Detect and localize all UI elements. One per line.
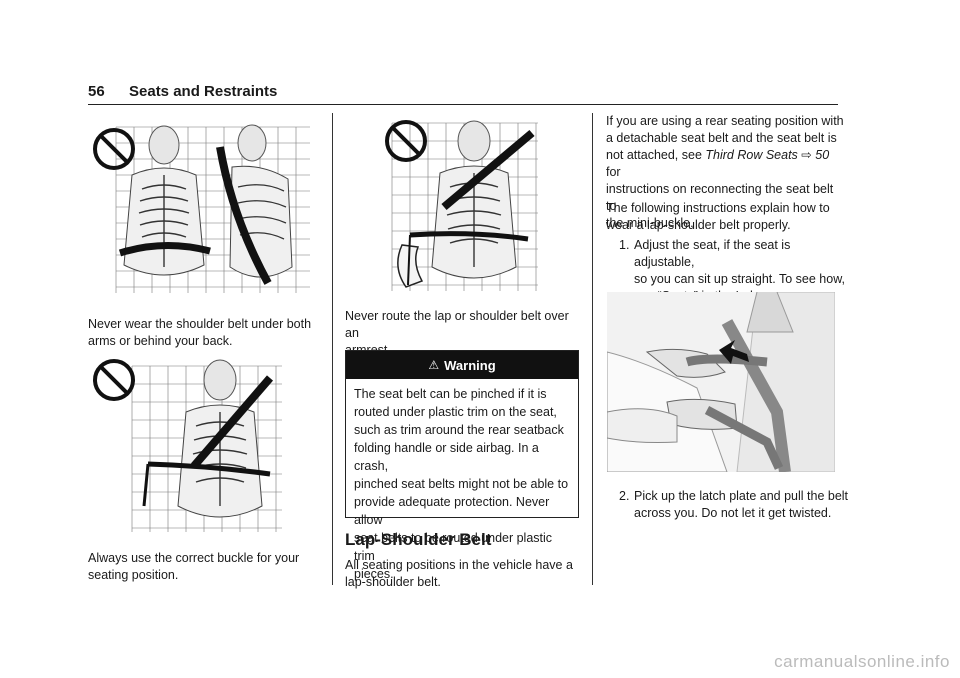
page-reference-arrow-icon: ⇨ xyxy=(801,148,812,162)
column-divider-2 xyxy=(592,113,593,585)
illustration-belt-under-arms xyxy=(92,117,310,295)
col3-paragraph-2: The following instructions explain how t… xyxy=(606,201,830,232)
illustration-wrong-buckle xyxy=(92,356,284,536)
warning-icon: ⚠ xyxy=(428,358,440,372)
section-heading: Lap-Shoulder Belt xyxy=(345,530,492,549)
cross-reference-link[interactable]: Third Row Seats xyxy=(705,148,798,162)
col3-paragraph-1: If you are using a rear seating position… xyxy=(606,114,844,230)
page-number: 56 xyxy=(88,83,105,100)
step-2: 2. Pick up the latch plate and pull the … xyxy=(619,489,849,520)
cross-reference-page[interactable]: 50 xyxy=(815,148,830,162)
col1-caption-1: Never wear the shoulder belt under both … xyxy=(88,317,312,348)
col2-body: All seating positions in the vehicle hav… xyxy=(345,558,573,589)
warning-header: ⚠ Warning xyxy=(346,351,578,379)
watermark: carmanualsonline.info xyxy=(774,652,950,671)
step-1: 1. Adjust the seat, if the seat is adjus… xyxy=(619,238,846,303)
illustration-pull-belt xyxy=(607,292,835,472)
page-header: 56 Seats and Restraints xyxy=(88,83,838,105)
warning-box: ⚠ Warning The seat belt can be pinched i… xyxy=(345,350,579,581)
column-divider-1 xyxy=(332,113,333,585)
warning-title: Warning xyxy=(444,357,496,373)
illustration-belt-over-armrest xyxy=(382,117,542,297)
section-title: Seats and Restraints xyxy=(129,83,278,100)
col1-caption-2: Always use the correct buckle for your s… xyxy=(88,551,300,582)
warning-text: The seat belt can be pinched if it is ro… xyxy=(354,387,569,581)
